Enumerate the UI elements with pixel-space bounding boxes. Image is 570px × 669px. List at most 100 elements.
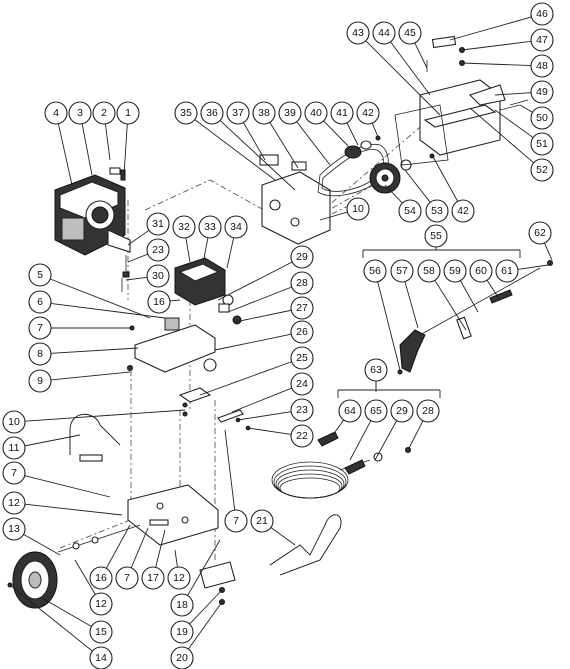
callout-c40: 40 bbox=[304, 101, 328, 125]
callout-circle bbox=[290, 424, 314, 448]
callout-number: 23 bbox=[296, 404, 308, 416]
leader-line-c49 bbox=[494, 92, 532, 96]
callout-circle bbox=[198, 215, 222, 239]
callout-c65: 65 bbox=[364, 399, 388, 423]
callout-c55: 55 bbox=[424, 224, 448, 248]
callout-circle bbox=[28, 316, 52, 340]
callout-number: 11 bbox=[9, 442, 20, 454]
belt-and-pulleys bbox=[317, 135, 435, 197]
callout-circle bbox=[224, 509, 248, 533]
leader-line-c42b bbox=[431, 154, 459, 202]
callout-circle bbox=[364, 358, 388, 382]
callout-number: 18 bbox=[176, 599, 188, 611]
callout-c14: 14 bbox=[89, 646, 113, 669]
callout-number: 40 bbox=[310, 107, 322, 119]
leader-line-c46 bbox=[449, 16, 532, 41]
leader-line-c42a bbox=[371, 122, 379, 138]
callout-c17: 17 bbox=[141, 566, 165, 590]
callout-circle bbox=[290, 372, 314, 396]
callout-c28a: 28 bbox=[290, 271, 314, 295]
callout-c38: 38 bbox=[252, 101, 276, 125]
callout-circle bbox=[141, 566, 165, 590]
callout-c42b: 42 bbox=[451, 199, 475, 223]
callout-c7c: 7 bbox=[115, 566, 139, 590]
callout-c56: 56 bbox=[363, 259, 387, 283]
callout-number: 7 bbox=[233, 515, 239, 527]
callout-circle bbox=[425, 199, 449, 223]
callout-number: 16 bbox=[153, 296, 165, 308]
callout-circle bbox=[469, 259, 493, 283]
leader-line-c36 bbox=[219, 120, 296, 191]
leader-line-c41 bbox=[346, 122, 359, 146]
callout-circle bbox=[170, 646, 194, 669]
callout-circle bbox=[2, 410, 26, 434]
callout-number: 10 bbox=[8, 416, 20, 428]
callout-number: 15 bbox=[95, 626, 107, 638]
callout-circle bbox=[290, 271, 314, 295]
group-bracket-63 bbox=[337, 381, 441, 398]
callout-c64: 64 bbox=[338, 399, 362, 423]
callout-number: 48 bbox=[536, 60, 548, 72]
leader-line-c43 bbox=[365, 40, 441, 116]
callout-number: 2 bbox=[101, 107, 107, 119]
leader-line-c18 bbox=[187, 539, 221, 596]
guard-hardware bbox=[426, 35, 529, 106]
leader-line-c47 bbox=[461, 40, 532, 51]
callout-number: 45 bbox=[404, 27, 416, 39]
callout-circle bbox=[226, 101, 250, 125]
leader-line-c7c bbox=[130, 527, 149, 569]
callout-c57: 57 bbox=[390, 259, 414, 283]
callout-number: 57 bbox=[396, 265, 408, 277]
leader-line-c23b bbox=[127, 253, 148, 263]
callout-c46: 46 bbox=[530, 2, 554, 26]
leader-line-c33 bbox=[203, 237, 209, 259]
leader-line-c39 bbox=[296, 121, 331, 166]
callout-c39: 39 bbox=[278, 101, 302, 125]
callout-number: 7 bbox=[11, 467, 17, 479]
leader-line-c12a bbox=[24, 503, 123, 516]
callout-c52: 52 bbox=[530, 158, 554, 182]
callout-number: 62 bbox=[534, 227, 546, 239]
callout-c12a: 12 bbox=[2, 491, 26, 515]
pump-bracket bbox=[127, 317, 217, 373]
callout-circle bbox=[390, 259, 414, 283]
callout-c15: 15 bbox=[89, 620, 113, 644]
callout-number: 39 bbox=[284, 107, 296, 119]
spray-gun bbox=[397, 260, 553, 375]
callout-number: 59 bbox=[449, 265, 461, 277]
callout-circle bbox=[250, 509, 274, 533]
callout-number: 58 bbox=[423, 265, 435, 277]
callout-circle bbox=[290, 296, 314, 320]
callout-number: 36 bbox=[206, 107, 218, 119]
callout-circle bbox=[146, 264, 170, 288]
frame bbox=[127, 484, 219, 546]
callout-circle bbox=[364, 399, 388, 423]
callout-number: 29 bbox=[396, 405, 408, 417]
callout-c21: 21 bbox=[250, 509, 274, 533]
leader-line-c3 bbox=[81, 123, 93, 176]
callout-c19: 19 bbox=[170, 620, 194, 644]
callout-circle bbox=[200, 101, 224, 125]
callout-c8: 8 bbox=[28, 342, 52, 366]
callout-number: 25 bbox=[296, 352, 308, 364]
callout-c59: 59 bbox=[443, 259, 467, 283]
leader-line-c58 bbox=[434, 280, 467, 331]
callout-number: 47 bbox=[536, 34, 548, 46]
callout-circle bbox=[174, 101, 198, 125]
callout-circle bbox=[170, 593, 194, 617]
callout-c33: 33 bbox=[198, 215, 222, 239]
callout-c29a: 29 bbox=[290, 245, 314, 269]
leader-line-c60 bbox=[486, 279, 501, 301]
callout-number: 26 bbox=[296, 326, 308, 338]
callout-c25: 25 bbox=[290, 346, 314, 370]
leader-line-c30 bbox=[125, 276, 148, 281]
callout-circle bbox=[89, 620, 113, 644]
callout-c48: 48 bbox=[530, 54, 554, 78]
callout-number: 23 bbox=[152, 244, 164, 256]
callout-number: 14 bbox=[95, 652, 107, 664]
hose-assembly bbox=[271, 431, 411, 499]
callout-c16a: 16 bbox=[89, 566, 113, 590]
callout-number: 27 bbox=[296, 302, 308, 314]
